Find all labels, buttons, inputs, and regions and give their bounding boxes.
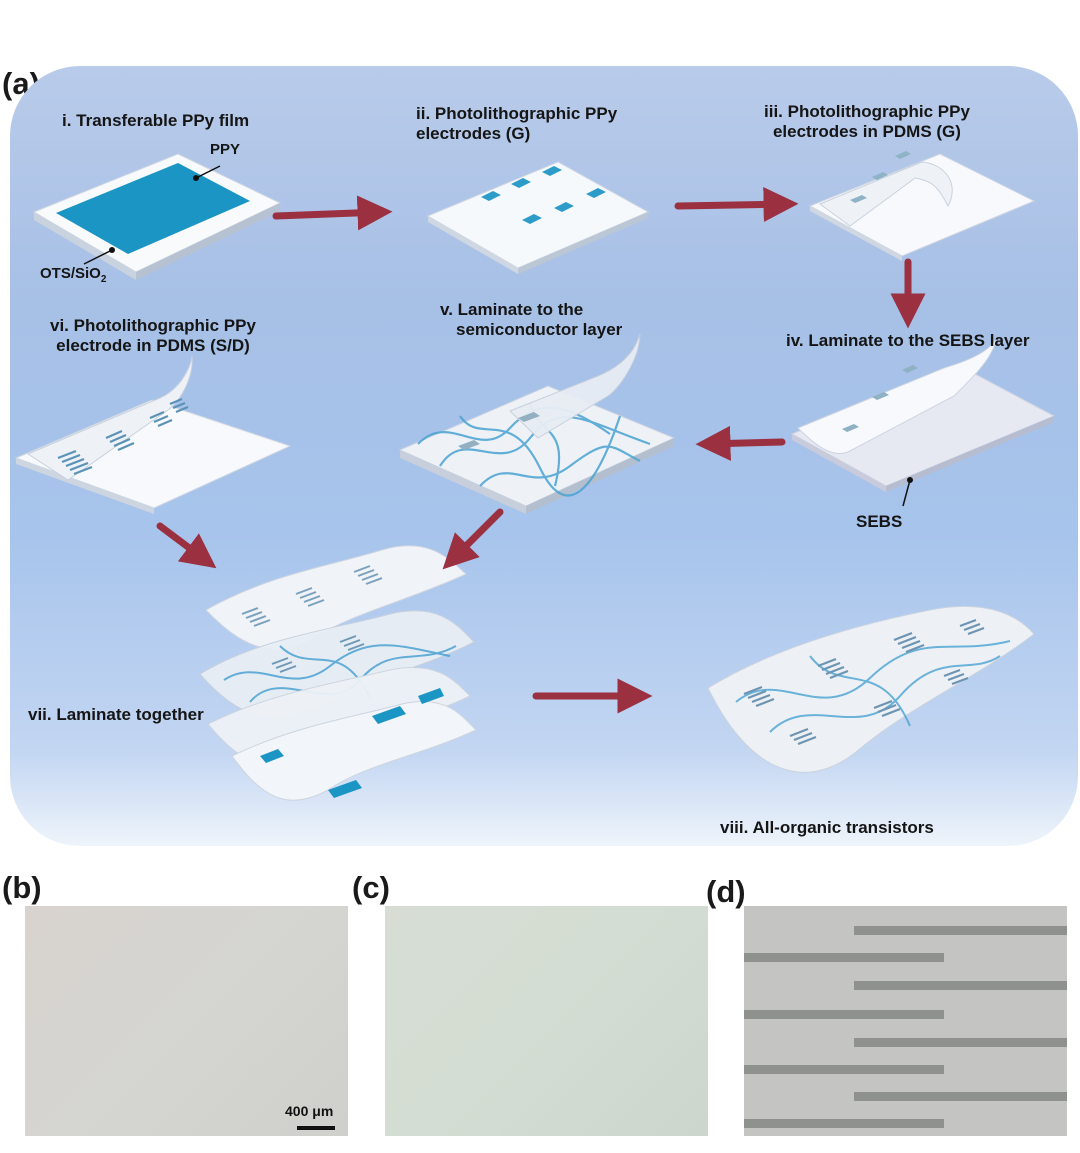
scale-bar-label: 400 μm — [285, 1103, 334, 1119]
sebs-callout: SEBS — [856, 512, 903, 531]
panel-d-letter: (d) — [706, 874, 746, 909]
step-iv-label: iv. Laminate to the SEBS layer — [786, 331, 1030, 350]
step-vi-label: vi. Photolithographic PPy electrode in P… — [50, 316, 256, 356]
arrow-i-to-ii — [272, 195, 393, 231]
electrode-stripe — [854, 1092, 1067, 1101]
process-flow-diagram — [14, 151, 1056, 801]
step-iii-label: iii. Photolithographic PPy electrodes in… — [764, 102, 970, 142]
step-v-line1: v. Laminate to the — [440, 300, 584, 319]
step-ii-line2: electrodes (G) — [416, 124, 531, 143]
step-iii-line2: electrodes in PDMS (G) — [772, 122, 961, 141]
ots-sio2-callout: OTS/SiO2 — [40, 264, 106, 290]
electrode-stripe — [854, 1038, 1067, 1047]
photolithographic-electrodes-g — [426, 161, 650, 274]
scale-bar — [297, 1126, 335, 1130]
ppy-film-on-substrate — [32, 153, 282, 280]
electrodes-in-pdms-g — [808, 151, 1036, 261]
subscript-2: 2 — [100, 274, 107, 285]
panel-b-letter: (b) — [2, 870, 42, 905]
step-v-label: v. Laminate to the semiconductor layer — [440, 300, 622, 340]
sebs-laminate-stack — [790, 337, 1056, 507]
micrograph-c — [385, 906, 708, 1136]
arrow-v-to-vii — [442, 508, 504, 570]
micrograph-b — [25, 906, 348, 1136]
arrow-iv-to-v — [695, 425, 786, 461]
electrode-stripe — [744, 953, 944, 962]
step-iii-line1: iii. Photolithographic PPy — [764, 102, 970, 121]
process-arrows — [156, 186, 926, 714]
electrodes-in-pdms-sd — [14, 355, 292, 514]
step-ii-line1: ii. Photolithographic PPy — [416, 104, 618, 123]
arrow-ii-to-iii — [674, 186, 799, 222]
step-ii-label: ii. Photolithographic PPy electrodes (G) — [416, 104, 617, 144]
electrode-stripe — [744, 1010, 944, 1019]
step-vi-line2: electrode in PDMS (S/D) — [56, 336, 250, 355]
micrograph-d-electrodes — [744, 906, 1067, 1136]
electrode-stripe — [854, 926, 1067, 935]
panel-a-schematic: i. Transferable PPy film PPY OTS/SiO2 ii… — [10, 66, 1078, 846]
panel-c-letter: (c) — [352, 870, 390, 905]
step-v-line2: semiconductor layer — [456, 320, 623, 339]
semiconductor-laminate — [398, 333, 676, 514]
electrode-stripe — [854, 981, 1067, 990]
ppy-callout: PPY — [210, 141, 241, 158]
all-organic-transistors-array — [707, 605, 1035, 773]
electrode-stripe — [744, 1065, 944, 1074]
step-viii-label: viii. All-organic transistors — [720, 818, 934, 837]
exploded-layer-stack — [199, 545, 477, 801]
arrow-vi-to-vii — [156, 522, 217, 569]
step-i-label: i. Transferable PPy film — [62, 111, 250, 130]
step-vii-label: vii. Laminate together — [28, 705, 204, 724]
electrode-stripe — [744, 1119, 944, 1128]
step-vi-line1: vi. Photolithographic PPy — [50, 316, 256, 335]
ots-sio-text: OTS/SiO — [40, 265, 101, 282]
